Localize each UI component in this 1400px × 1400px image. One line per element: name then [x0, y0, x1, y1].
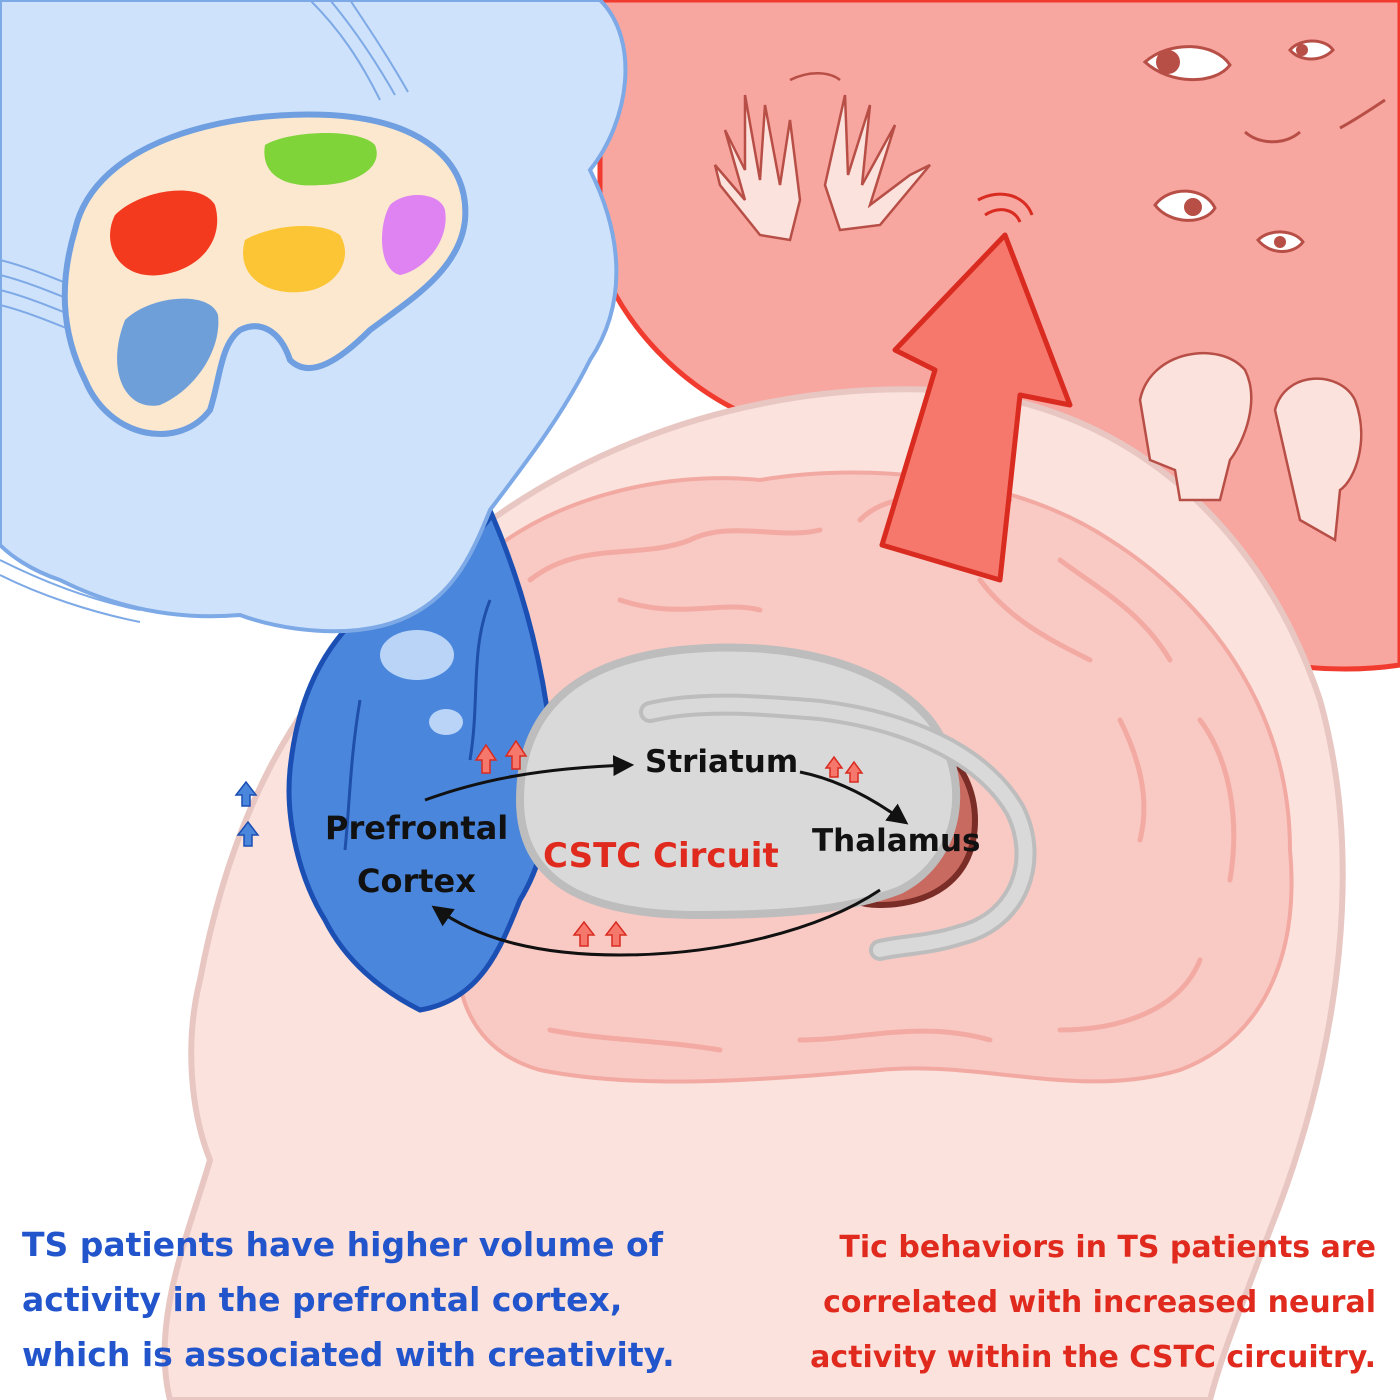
striatum-shape: [515, 643, 1037, 961]
left-caption-line-1: TS patients have higher volume of: [22, 1225, 664, 1264]
waving-hands-icon: [713, 72, 931, 242]
creativity-thought-bubble: [0, 0, 628, 634]
increase-arrows-red: [474, 739, 864, 947]
right-caption-line-2: correlated with increased neural: [823, 1285, 1376, 1320]
increase-arrows-blue: [234, 780, 260, 847]
prefrontal-label: Prefrontal: [325, 809, 509, 847]
prefrontal-cortex-region: [286, 509, 556, 1013]
right-caption-line-1: Tic behaviors in TS patients are: [839, 1230, 1376, 1265]
blinking-eyes-icon: [1142, 39, 1386, 253]
left-caption-line-2: activity in the prefrontal cortex,: [22, 1280, 623, 1319]
up-arrow-icon: [879, 192, 1073, 583]
arrow-thalamus-to-cortex: [431, 888, 881, 957]
left-caption-line-3: which is associated with creativity.: [22, 1335, 675, 1374]
cstc-loop-arrows: [424, 755, 909, 957]
arrow-striatum-to-thalamus: [799, 770, 909, 825]
cortex-label: Cortex: [357, 862, 476, 900]
left-caption: TS patients have higher volume of activi…: [22, 1217, 675, 1382]
paint-palette-icon: [61, 111, 469, 437]
arrow-cortex-to-striatum: [424, 755, 635, 802]
right-caption: Tic behaviors in TS patients are correla…: [810, 1220, 1376, 1385]
cstc-circuit-label: CSTC Circuit: [543, 836, 779, 876]
right-caption-line-3: activity within the CSTC circuitry.: [810, 1340, 1376, 1375]
striatum-label: Striatum: [645, 744, 799, 780]
thalamus-label: Thalamus: [812, 823, 981, 859]
head-jerk-icon: [1138, 351, 1363, 543]
